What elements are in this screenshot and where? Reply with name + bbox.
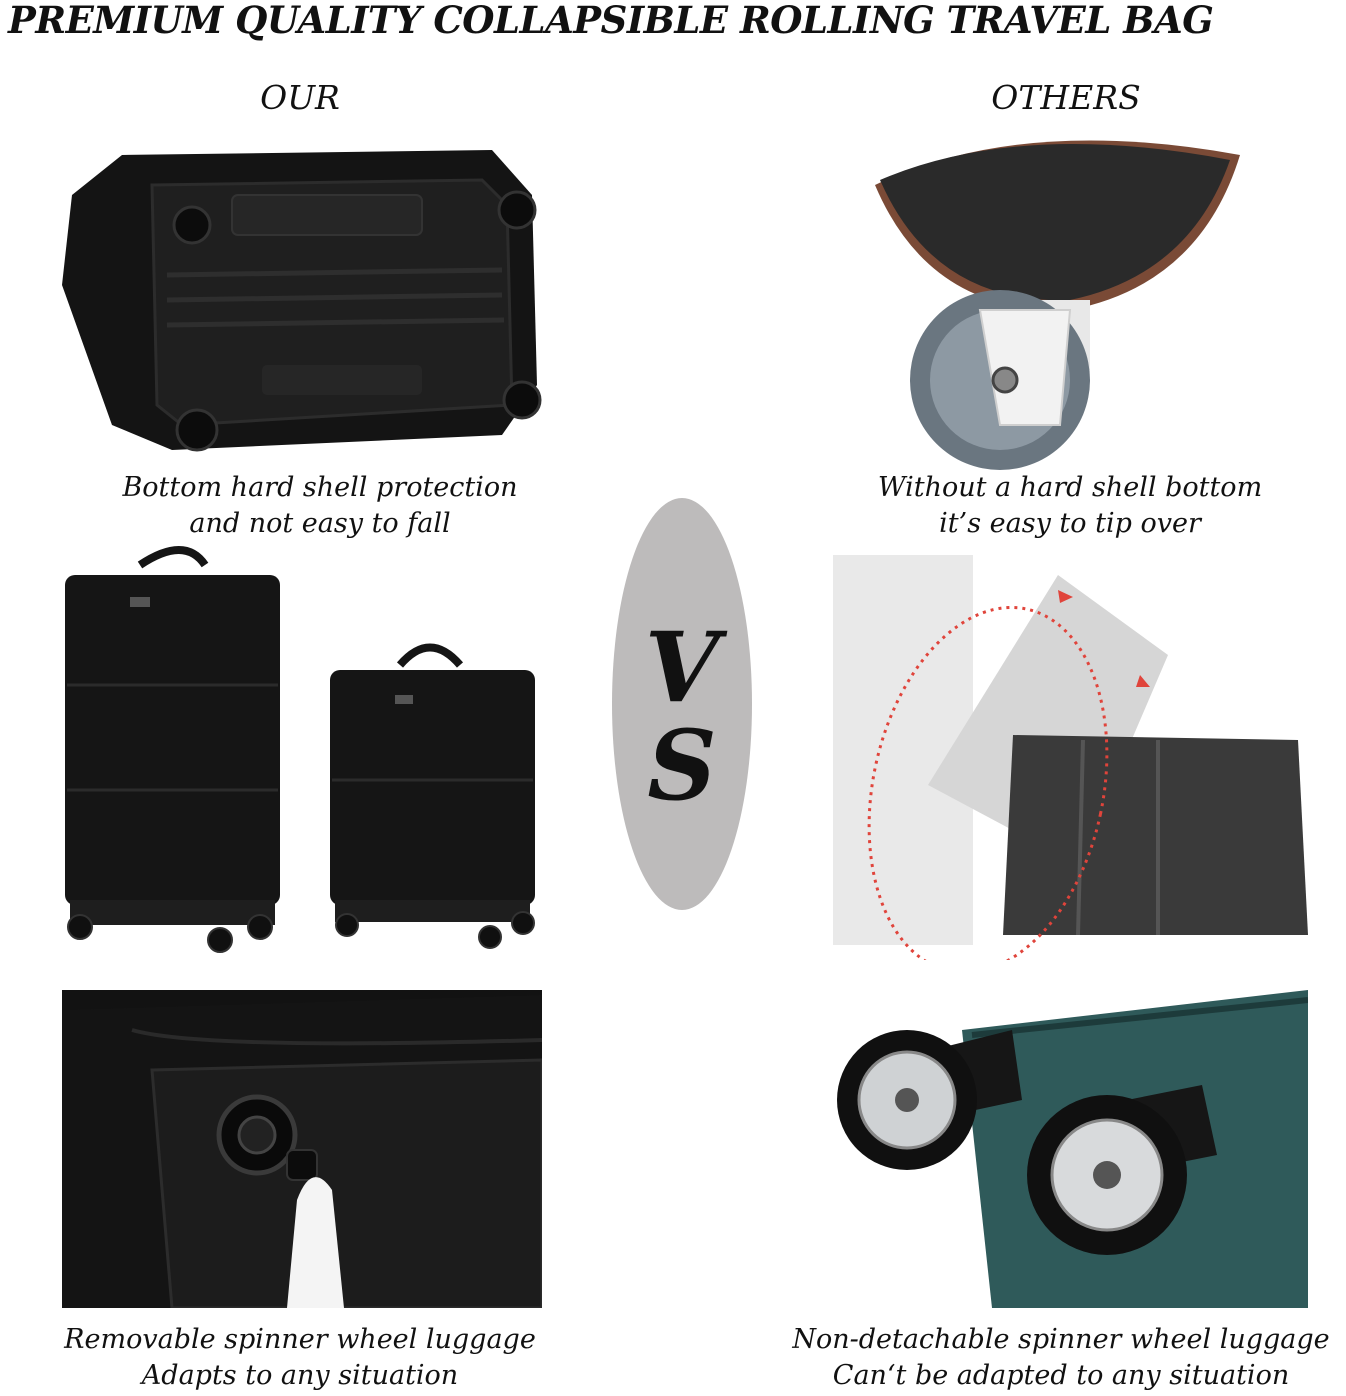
caption-line: Non-detachable spinner wheel luggage — [792, 1324, 1330, 1355]
caption-line: Adapts to any situation — [141, 1360, 459, 1391]
others-fixed-wheel-image — [822, 990, 1308, 1308]
caption-line: Bottom hard shell protection — [122, 472, 518, 503]
vs-badge — [612, 498, 752, 910]
others-tipping-bag-image — [828, 535, 1318, 960]
our-caption-removable-wheel: Removable spinner wheel luggage Adapts t… — [30, 1322, 570, 1394]
page-title: PREMIUM QUALITY COLLAPSIBLE ROLLING TRAV… — [8, 0, 1214, 42]
our-hard-shell-bottom-image — [52, 135, 552, 465]
others-caster-wheel-image — [870, 125, 1270, 470]
caption-line: Without a hard shell bottom — [877, 472, 1263, 503]
vs-letter-s: S — [647, 709, 717, 822]
caption-line: and not easy to fall — [189, 508, 451, 539]
others-caption-tip-over: Without a hard shell bottom it’s easy to… — [810, 470, 1330, 542]
our-removable-wheel-image — [62, 990, 542, 1308]
caption-line: Can‘t be adapted to any situation — [832, 1360, 1290, 1391]
column-heading-others: OTHERS — [991, 78, 1141, 117]
caption-line: it’s easy to tip over — [939, 508, 1201, 539]
column-heading-ours: OUR — [260, 78, 340, 117]
vs-letter-v: V — [644, 611, 720, 724]
our-expandable-bags-image — [55, 535, 545, 960]
our-caption-hard-shell: Bottom hard shell protection and not eas… — [60, 470, 580, 542]
others-caption-fixed-wheel: Non-detachable spinner wheel luggage Can… — [776, 1322, 1346, 1394]
caption-line: Removable spinner wheel luggage — [64, 1324, 536, 1355]
